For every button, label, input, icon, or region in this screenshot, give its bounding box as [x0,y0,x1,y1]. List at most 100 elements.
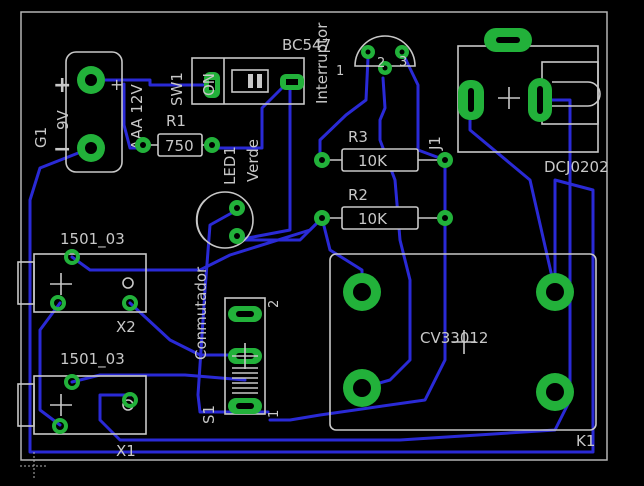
resistor-value: 750 [165,137,194,155]
resistor-r1: R1 750 [135,112,220,157]
jack-pad [122,392,138,408]
drill-hole [234,233,240,239]
drill-hole [319,157,325,163]
battery-plus-label-inner: + [110,75,123,94]
trace [235,83,292,242]
resistor-r2: R2 10K [314,186,453,230]
slide-switch-s1: Conmutador S1 2 1 [192,266,282,424]
trace [70,373,247,384]
trace [268,158,447,422]
relay-outline [329,253,597,431]
jack-pad [64,249,80,265]
jack-label: X2 [116,318,136,336]
drill-hole [209,80,215,90]
trace [70,216,324,272]
switch-label: SW1 [168,72,186,106]
drill-hole [85,142,97,154]
resistor-body [157,133,203,157]
audio-jack-x1: 1501_03 X1 [17,350,147,460]
transistor-pin1: 1 [336,64,344,79]
drill-hole [442,215,448,221]
drill-hole [382,65,388,71]
drill-hole [468,88,474,112]
origin-marker [20,452,48,480]
dc-jack: DCJ0202 [457,28,609,176]
trace [38,301,62,427]
dc-jack-label: DCJ0202 [544,158,609,176]
transistor-outline [354,35,416,67]
drill-hole [353,379,371,397]
switch-slot [231,69,269,93]
switch-on-label: ON [200,73,218,96]
drill-hole [537,86,543,114]
interruptor-label: Interruptor [313,22,331,104]
drill-hole [546,283,564,301]
battery-plus-label: + [53,73,71,98]
drill-hole [286,79,298,85]
led-label: LED1 [221,146,239,185]
resistor-value: 10K [358,210,388,228]
trace [403,56,447,162]
dc-jack-pin [552,81,601,107]
relay-type-label: CV33012 [420,329,488,347]
slide-switch-label: S1 [200,405,218,424]
led-color: Verde [244,139,262,182]
resistor-label: R1 [166,112,186,130]
drill-hole [236,311,254,317]
led-led1: LED1 Verde [195,139,262,249]
drill-hole [140,142,146,148]
drill-hole [353,283,371,301]
trace [318,56,370,162]
resistor-label: R3 [348,128,368,146]
jack-type-label: 1501_03 [60,230,125,249]
switch-lever [257,74,262,88]
drill-hole [209,142,215,148]
jack-mount-hole [122,277,134,289]
trace [210,84,286,150]
led-outline [196,191,254,249]
resistor-r3: R3 10K [314,128,453,172]
transistor-q1: BC547 1 2 3 Interruptor [282,22,416,104]
transistor-pin2: 2 [377,56,385,71]
drill-hole [442,157,448,163]
drill-hole [234,205,240,211]
audio-jack-x2: 1501_03 X2 [17,230,147,336]
switch-lever [248,74,253,88]
battery-g1: + − + G1 9V AAA 12V [32,51,146,173]
battery-type: AAA 12V [128,84,146,150]
trace [89,78,214,87]
battery-voltage: 9V [54,109,72,130]
trace [98,98,572,442]
board-outline [20,11,608,461]
drill-hole [496,37,520,43]
drill-hole [236,403,254,409]
jumper-label: J1 [426,136,444,151]
drill-hole [399,49,405,55]
relay-k1: CV33012 K1 [329,253,597,450]
resistor-value: 10K [358,152,388,170]
drill-hole [319,215,325,221]
jack-label: X1 [116,442,136,460]
jack-type-label: 1501_03 [60,350,125,369]
jack-pad [64,374,80,390]
transistor-pin3: 3 [399,55,407,70]
jack-pad [50,295,66,311]
switch-sw1: SW1 ON [168,57,305,106]
jack-pad [52,418,68,434]
trace [360,76,412,390]
drill-hole [365,49,371,55]
relay-label: K1 [576,432,595,450]
led-flat [195,199,206,241]
jack-sleeve [17,383,35,427]
jack-sleeve [17,261,35,305]
resistor-body [341,148,419,172]
slide-switch-pin1: 1 [267,410,282,418]
drill-hole [546,383,564,401]
drill-hole [85,74,97,86]
battery-label: G1 [32,127,50,148]
slide-switch-type: Conmutador [192,266,210,360]
jack-pad [122,295,138,311]
battery-outline [65,51,123,173]
transistor-label: BC547 [282,36,331,54]
